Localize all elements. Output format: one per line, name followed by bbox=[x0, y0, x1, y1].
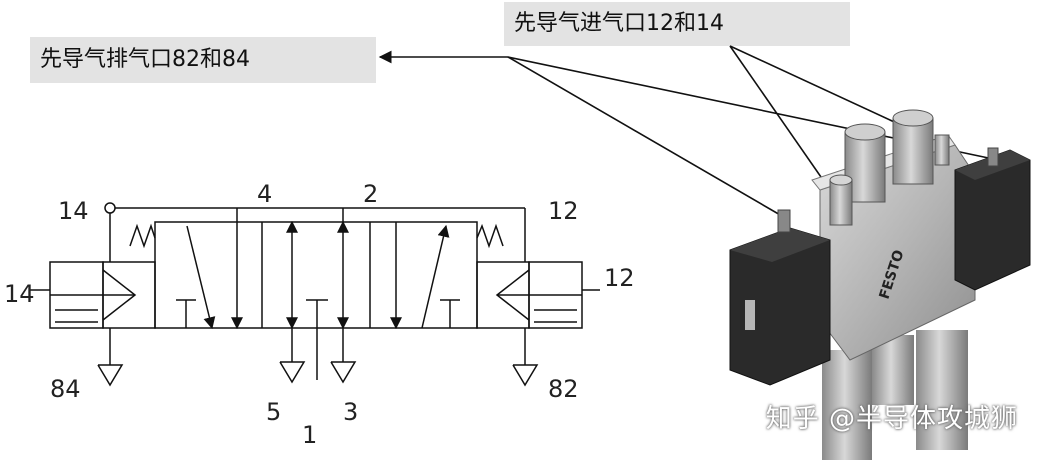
port-labels: 14 4 2 12 14 12 84 82 5 3 1 bbox=[4, 180, 635, 449]
left-pilot-exhaust-stub bbox=[777, 209, 791, 233]
right-pilot-exhaust-stub bbox=[987, 147, 999, 167]
port-label-2: 2 bbox=[363, 180, 378, 208]
bottom-fitting bbox=[822, 350, 872, 460]
port-label-3: 3 bbox=[343, 398, 358, 426]
top-fitting-cap bbox=[844, 123, 886, 141]
top-fitting bbox=[892, 117, 934, 185]
bottom-fitting bbox=[916, 330, 968, 450]
pneumatic-schematic bbox=[30, 202, 600, 387]
watermark: 知乎 @半导体攻城狮 bbox=[765, 404, 1018, 434]
port-label-12-top: 12 bbox=[548, 197, 579, 225]
callout-line bbox=[729, 45, 831, 191]
port-label-12-right: 12 bbox=[604, 264, 635, 292]
port-label-1: 1 bbox=[302, 421, 317, 449]
port-label-5: 5 bbox=[266, 398, 281, 426]
exhaust-82-triangle bbox=[512, 364, 539, 387]
port-label-14-top: 14 bbox=[58, 197, 89, 225]
pilot-inlet-label: 先导气进气口12和14 bbox=[504, 2, 850, 46]
pilot-exhaust-label: 先导气排气口82和84 bbox=[30, 37, 376, 83]
port-label-82: 82 bbox=[548, 375, 579, 403]
spring-right bbox=[476, 223, 504, 249]
callout-line bbox=[507, 56, 783, 217]
pilot-fitting-12 bbox=[934, 134, 950, 166]
flow-arrow bbox=[421, 224, 450, 329]
pilot-fitting-cap bbox=[829, 174, 853, 186]
port-label-84: 84 bbox=[50, 375, 81, 403]
left-solenoid-top bbox=[730, 228, 830, 262]
exhaust-3-triangle bbox=[330, 361, 357, 384]
pilot-port-14-circle bbox=[104, 202, 116, 214]
exhaust-84-triangle bbox=[97, 364, 124, 387]
port-label-4: 4 bbox=[257, 180, 272, 208]
valve-product-image: FESTO bbox=[729, 109, 1031, 460]
solenoid-sticker bbox=[745, 300, 755, 330]
port-label-14-left: 14 bbox=[4, 280, 35, 308]
spring-left bbox=[129, 223, 156, 249]
pilot-fitting-14 bbox=[829, 179, 853, 226]
valve-body-block bbox=[154, 221, 478, 329]
bottom-fitting bbox=[872, 335, 914, 405]
flow-arrow bbox=[186, 225, 216, 330]
top-fitting-cap bbox=[892, 109, 934, 127]
exhaust-5-triangle bbox=[279, 361, 306, 384]
